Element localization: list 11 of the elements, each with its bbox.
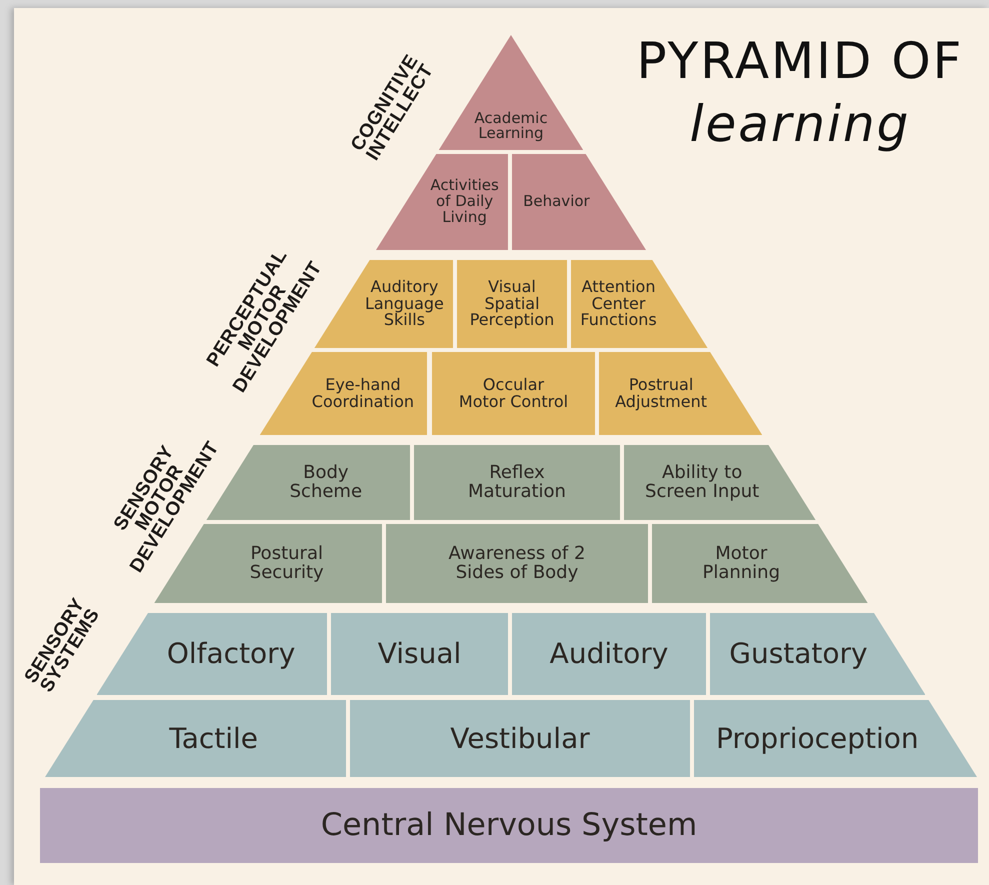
pyramid-block: Vestibular bbox=[350, 700, 690, 777]
title: PYRAMID OF learning bbox=[636, 31, 964, 154]
base-bar: Central Nervous System bbox=[40, 788, 978, 863]
pyramid-block: Auditory bbox=[512, 613, 706, 695]
pyramid-block: Tactile bbox=[45, 700, 346, 777]
pyramid-block: Visual Spatial Perception bbox=[457, 260, 567, 348]
pyramid-block: Proprioception bbox=[694, 700, 977, 777]
pyramid-block: Occular Motor Control bbox=[432, 352, 595, 435]
pyramid-block: Awareness of 2 Sides of Body bbox=[386, 524, 648, 603]
pyramid-block: Reflex Maturation bbox=[414, 445, 620, 520]
pyramid-block: Visual bbox=[331, 613, 508, 695]
